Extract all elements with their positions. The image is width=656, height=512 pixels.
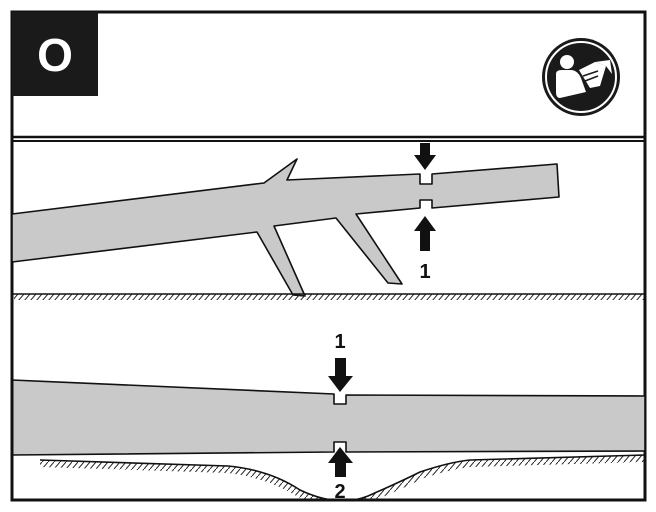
figure-badge: O	[12, 12, 98, 96]
top-panel	[12, 158, 560, 297]
top-cut-label: 1	[419, 261, 430, 283]
bottom-ground	[39, 454, 645, 500]
top-cut-arrow-up	[414, 216, 436, 251]
badge-letter: O	[37, 29, 73, 81]
top-cut-arrow-down	[414, 143, 436, 170]
top-branch	[12, 158, 560, 297]
bottom-log	[11, 379, 646, 456]
read-manual-icon	[542, 38, 620, 116]
bottom-cut-arrow-down	[328, 358, 353, 392]
top-ground	[12, 293, 645, 300]
bottom-cut-arrow-up	[328, 447, 353, 477]
bottom-cut-label-top: 1	[334, 331, 345, 353]
bottom-cut-label-bottom: 2	[334, 481, 345, 503]
